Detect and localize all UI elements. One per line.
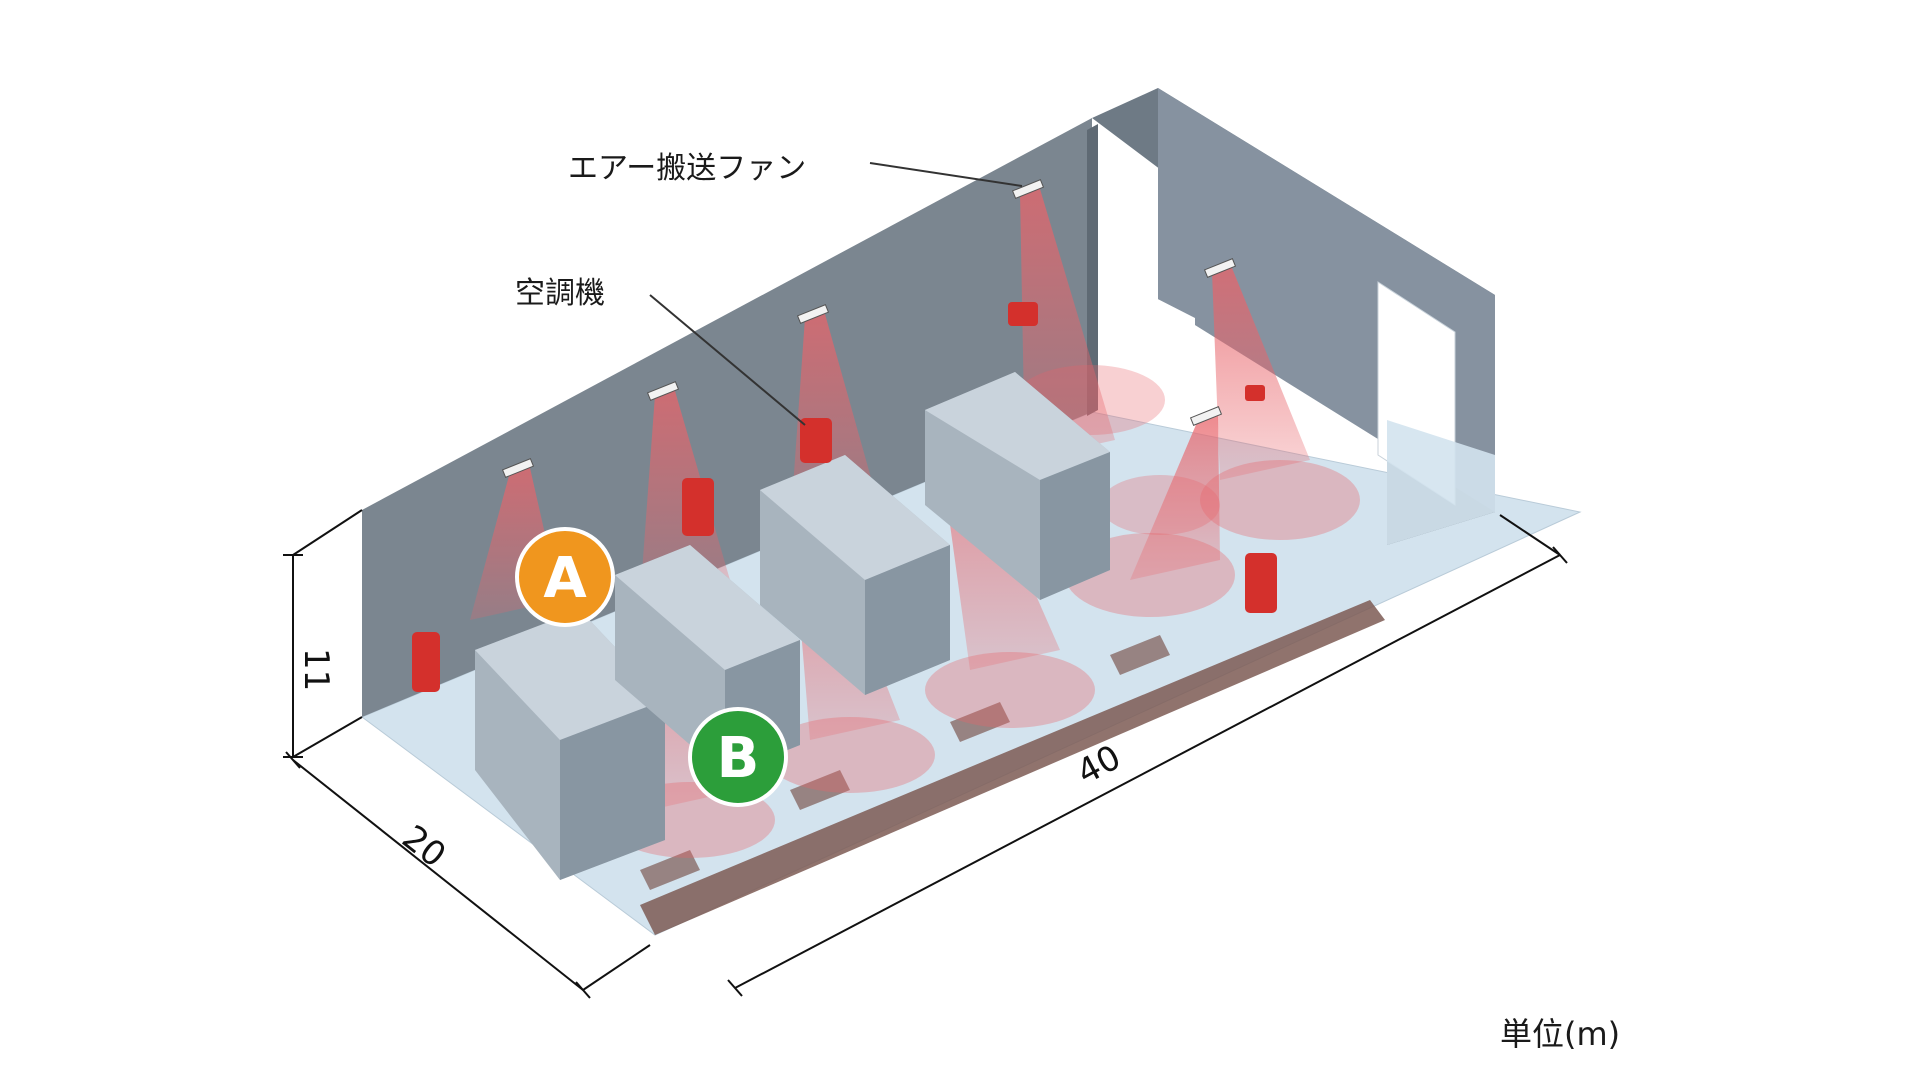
aircon-unit bbox=[1008, 302, 1038, 326]
storage-box-3 bbox=[760, 455, 950, 695]
dimension-height bbox=[283, 509, 363, 758]
dimension-width-label: 20 bbox=[394, 818, 453, 876]
dimension-height-label: 11 bbox=[296, 648, 336, 691]
storage-box-4 bbox=[925, 372, 1110, 600]
fan-icon bbox=[796, 304, 830, 324]
fan-icon bbox=[501, 458, 535, 478]
airflow-beam bbox=[1130, 416, 1220, 580]
airflow-spot bbox=[1200, 460, 1360, 540]
storage-box-1 bbox=[475, 610, 665, 880]
airflow-beam bbox=[1020, 189, 1115, 460]
floor-strips bbox=[640, 600, 1385, 935]
aircon-unit bbox=[682, 478, 714, 536]
aircon-unit bbox=[1245, 553, 1277, 613]
floor-strip-4 bbox=[1110, 635, 1170, 675]
fan-icon bbox=[646, 381, 680, 401]
airflow-spot bbox=[925, 652, 1095, 728]
aircon-unit bbox=[412, 632, 440, 692]
aircon-unit bbox=[800, 418, 832, 463]
marker-a: A bbox=[515, 527, 615, 627]
floor-strip-3 bbox=[950, 702, 1010, 742]
marker-b-label: B bbox=[717, 726, 760, 791]
airflow-beam bbox=[1212, 268, 1310, 480]
floor-strip-front bbox=[640, 600, 1385, 935]
airflow-spot bbox=[1100, 475, 1220, 535]
fan-icon bbox=[1011, 179, 1045, 199]
floor-right-extension bbox=[1387, 420, 1495, 545]
partition-opening bbox=[1140, 290, 1195, 410]
fan-icon bbox=[1203, 258, 1237, 278]
floor-strip-1 bbox=[640, 850, 700, 890]
airflow-spot bbox=[765, 717, 935, 793]
dimension-length bbox=[727, 514, 1568, 997]
floor-strip-2 bbox=[790, 770, 850, 810]
unit-label: 単位(m) bbox=[1500, 1015, 1620, 1053]
marker-a-label: A bbox=[543, 546, 587, 611]
air-fan-label: エアー搬送ファン bbox=[568, 151, 806, 186]
aircon-unit bbox=[1245, 385, 1265, 401]
aircon-leader-line bbox=[649, 294, 806, 426]
aircon-label: 空調機 bbox=[515, 276, 605, 311]
dimension-width bbox=[285, 751, 651, 999]
fan-icon bbox=[1189, 406, 1223, 426]
aircon-units bbox=[412, 302, 1277, 692]
air-fan-leader-line bbox=[869, 162, 1023, 187]
marker-b: B bbox=[688, 707, 788, 807]
partition-wall bbox=[1087, 124, 1098, 416]
